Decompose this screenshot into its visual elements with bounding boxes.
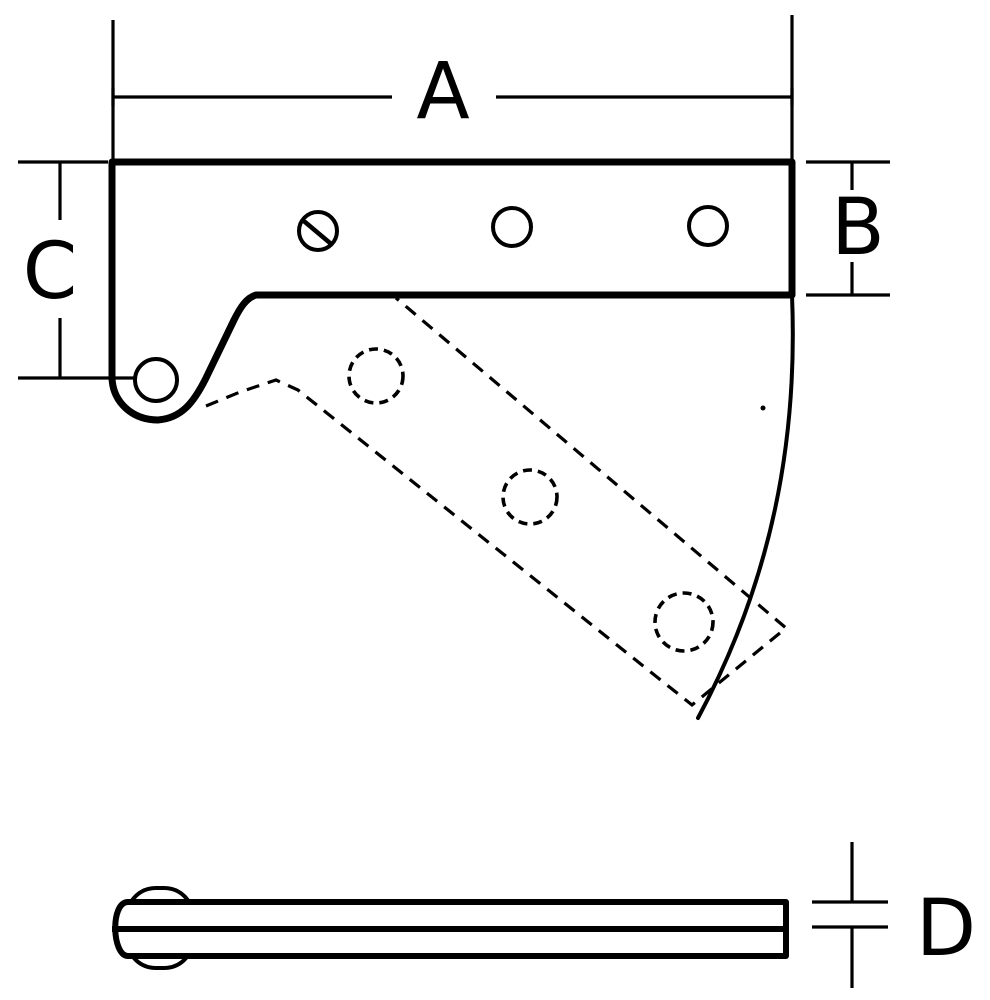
dimension-b: B xyxy=(806,160,890,297)
dashed-hole-icon xyxy=(653,591,715,653)
dimension-c: C xyxy=(18,160,138,380)
mounting-hole-icon xyxy=(687,205,729,247)
mounting-hole-icon xyxy=(491,206,533,248)
dimension-d-label: D xyxy=(916,884,976,974)
swing-arc xyxy=(696,293,795,720)
edge-view xyxy=(112,886,789,970)
dimension-d: D xyxy=(812,842,976,988)
dimension-a-label: A xyxy=(416,47,469,137)
dashed-hole-icon xyxy=(347,347,405,405)
swing-arm-outline xyxy=(205,296,789,708)
arc-dot xyxy=(760,405,766,411)
screw-icon xyxy=(297,210,339,252)
swing-arm-dashed xyxy=(205,296,789,708)
pivot-hole-icon xyxy=(133,357,179,403)
dimension-c-label: C xyxy=(23,227,77,317)
dimension-a: A xyxy=(111,15,794,160)
dimension-b-label: B xyxy=(831,183,885,273)
fixed-strap xyxy=(108,158,796,424)
dashed-hole-icon xyxy=(501,468,559,526)
fixed-strap-outline xyxy=(108,158,796,424)
